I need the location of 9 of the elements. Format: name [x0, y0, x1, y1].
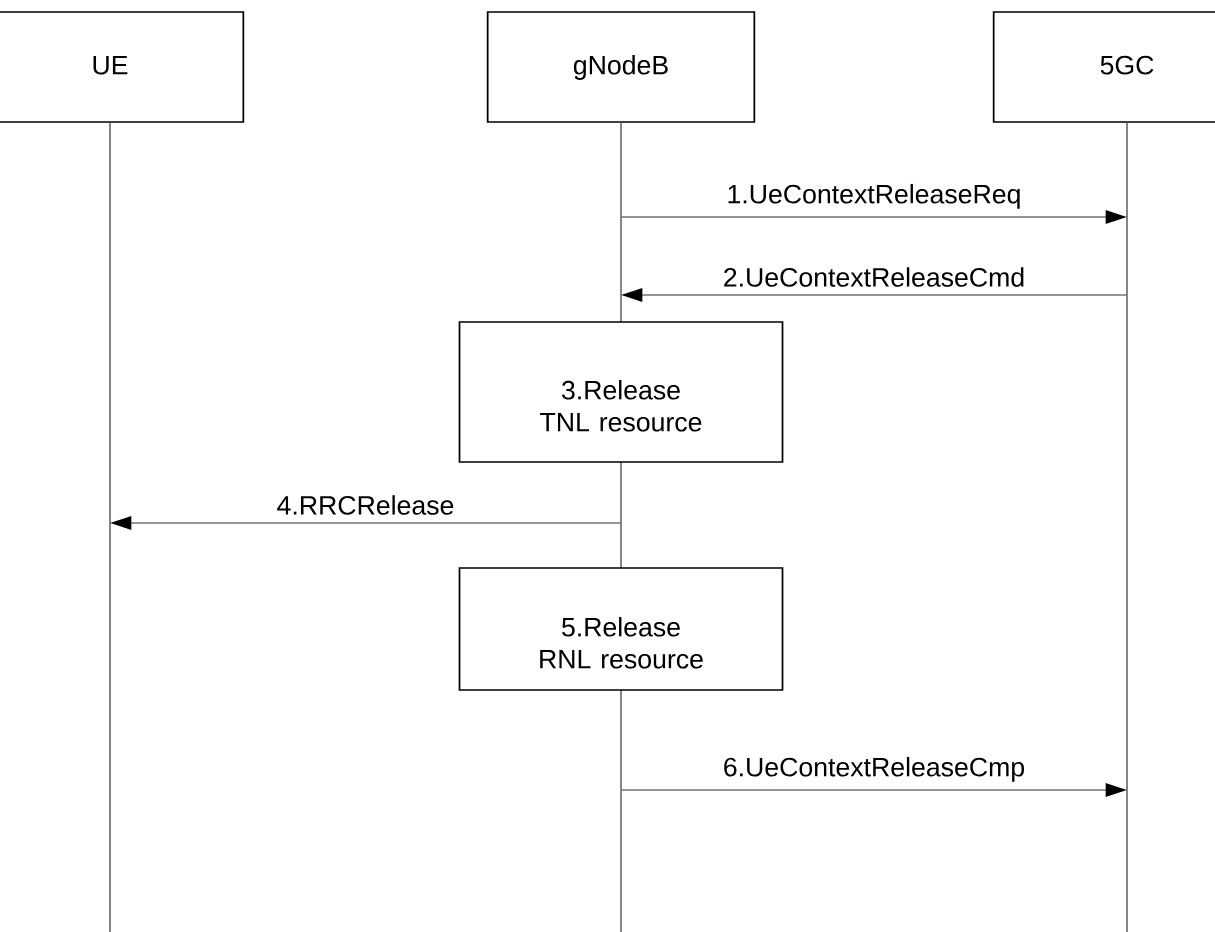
process-box: 5.Release RNL resource: [458, 567, 784, 691]
edge-label: 2.UeContextReleaseCmd: [724, 267, 1024, 287]
process-box: 3.Release TNL resource: [458, 321, 784, 463]
participant-box: gNodeB: [486, 11, 756, 123]
participant-box: 5GC: [992, 11, 1215, 123]
edge-label: 1.UeContextReleaseReq: [728, 183, 1020, 209]
participant-box: UE: [0, 11, 245, 123]
edge-label: 4.RRCRelease: [277, 495, 454, 515]
edge-label: 6.UeContextReleaseCmp: [724, 756, 1025, 782]
